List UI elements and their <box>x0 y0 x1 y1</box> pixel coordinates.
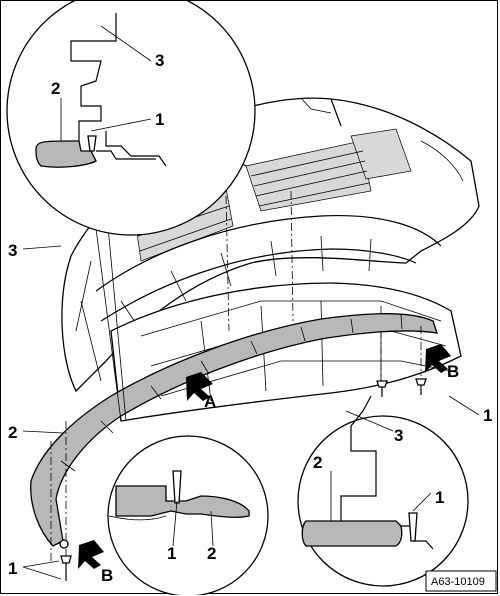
callout-mid-detail-1: 1 <box>167 544 176 563</box>
callout-left-3: 3 <box>8 241 17 260</box>
callout-right-detail-2: 2 <box>313 453 322 472</box>
screw-icons <box>59 378 427 581</box>
callout-top-left-2: 2 <box>51 79 60 98</box>
callout-arrow-b-right: B <box>447 362 459 381</box>
callout-top-left-1: 1 <box>155 110 164 129</box>
callout-right-1: 1 <box>483 406 492 425</box>
front-spoiler-strip <box>30 312 438 547</box>
figure-reference-box: A63-10109 <box>425 570 497 592</box>
arrow-icons <box>78 344 451 569</box>
callout-arrow-b-bottom: B <box>101 566 113 585</box>
detail-circle-right <box>297 395 469 587</box>
callout-bottom-left-1: 1 <box>8 559 17 578</box>
callout-top-left-3: 3 <box>155 51 164 70</box>
callout-right-detail-3: 3 <box>394 426 403 445</box>
callout-left-2: 2 <box>8 423 17 442</box>
detail-circle-bottom-middle <box>107 435 269 595</box>
assembly-guide-lines <box>50 190 422 561</box>
figure-reference-label: A63-10109 <box>431 576 485 588</box>
callout-arrow-a: A <box>204 392 216 411</box>
callout-right-detail-1: 1 <box>435 488 444 507</box>
detail-circle-top-left <box>6 1 256 236</box>
callout-mid-detail-2: 2 <box>207 544 216 563</box>
